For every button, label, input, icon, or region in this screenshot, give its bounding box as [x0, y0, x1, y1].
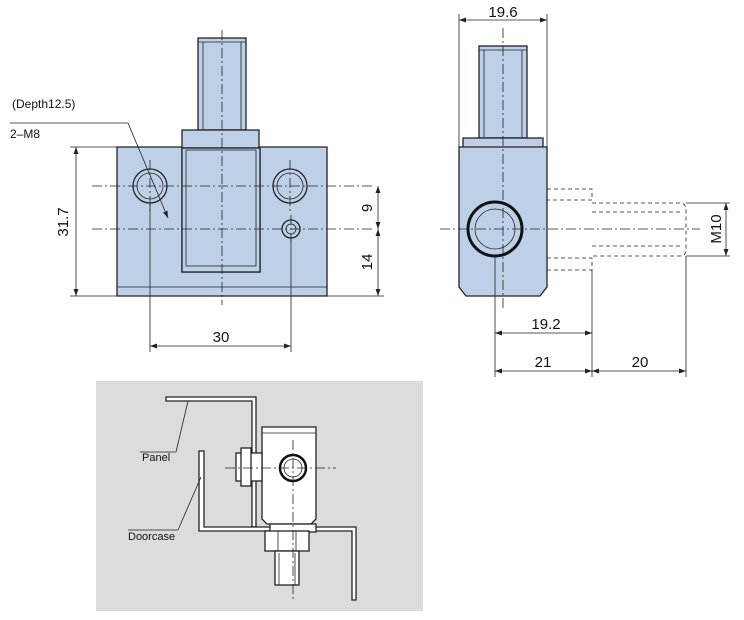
dim-width-label: 30 [213, 329, 230, 346]
dim-inner-label: 19.2 [531, 316, 560, 333]
dim-body-label: 21 [535, 354, 552, 371]
dim-lower-label: 14 [359, 254, 376, 271]
thread-note: 2–M8 [10, 127, 40, 141]
installation-diagram: Panel Doorcase [96, 381, 423, 611]
inset-nut [264, 530, 310, 552]
front-view: (Depth12.5) 2–M8 31.7 9 14 30 [10, 30, 384, 352]
front-collar [181, 129, 260, 149]
dim-height-label: 31.7 [55, 207, 72, 236]
panel-label: Panel [142, 452, 170, 464]
doorcase-plate [198, 450, 357, 601]
dim-extension-label: 20 [632, 354, 649, 371]
depth-note: (Depth12.5) [12, 97, 75, 111]
dim-thread-label: M10 [708, 214, 725, 243]
dim-upper-label: 9 [359, 204, 376, 212]
doorcase-label: Doorcase [128, 531, 175, 543]
side-view: 19.6 M10 19.2 21 20 [440, 4, 730, 377]
dim-top-label: 19.6 [488, 4, 517, 21]
inset-background [96, 381, 423, 611]
front-slot-block [181, 147, 261, 273]
